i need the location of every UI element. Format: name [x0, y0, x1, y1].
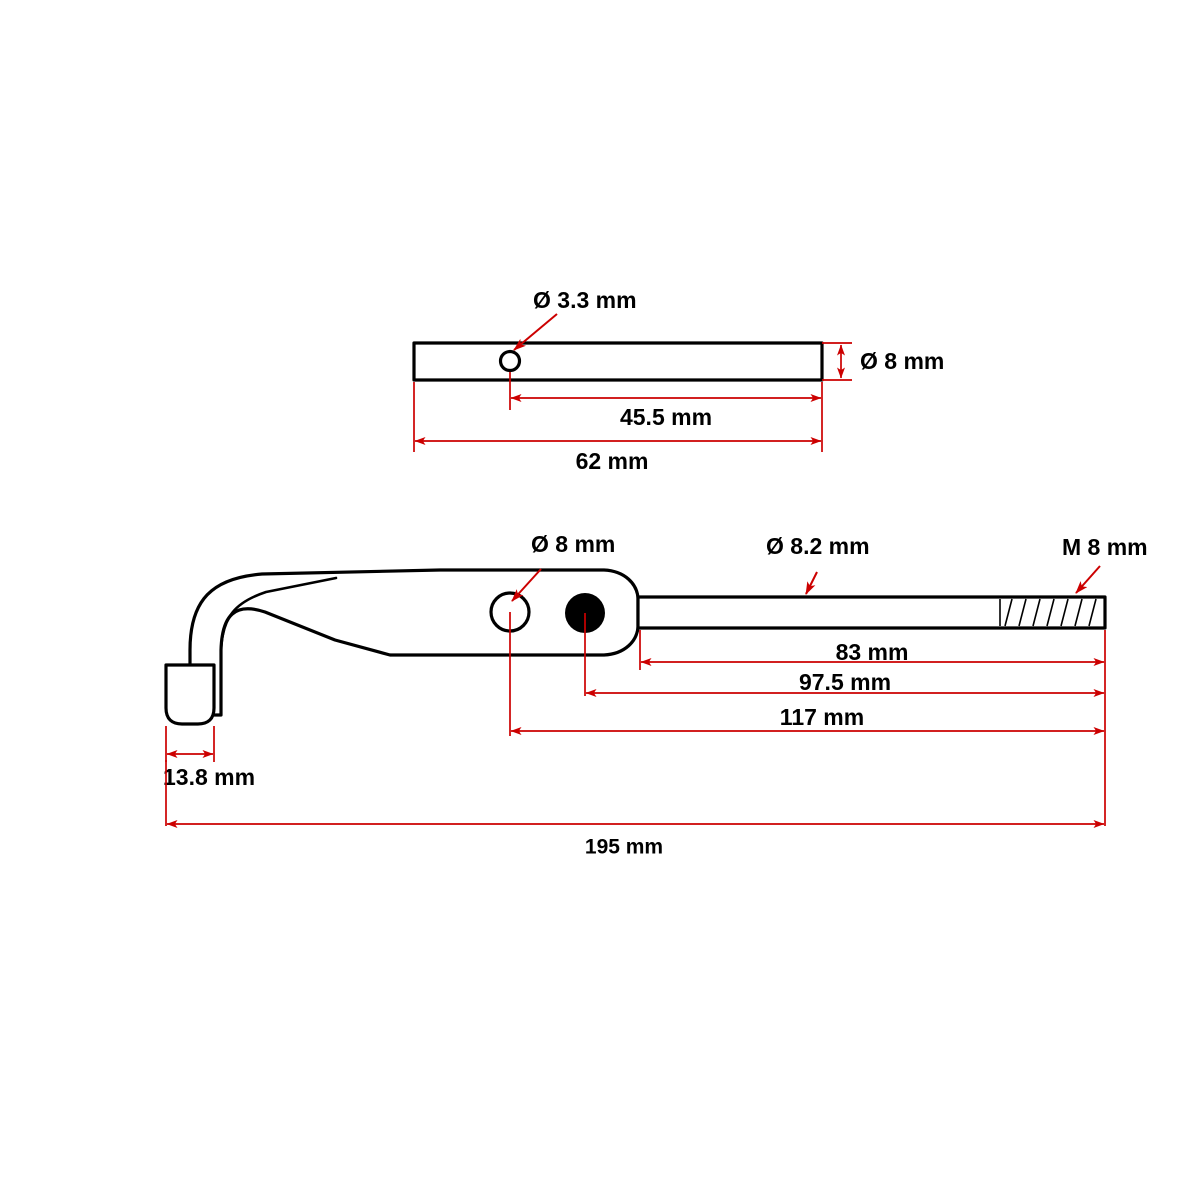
len-62-label: 62 mm: [576, 448, 649, 474]
bar-through-hole: [498, 349, 522, 373]
lever-body: [188, 568, 640, 717]
rod-shaft: [636, 595, 1107, 630]
thread-spec-label: M 8 mm: [1062, 534, 1148, 560]
rod-dia-label: Ø 8.2 mm: [766, 533, 870, 559]
len-97-5-label: 97.5 mm: [799, 669, 891, 695]
pivot-dia-label: Ø 8 mm: [531, 531, 615, 557]
thread-hatch-group: [1004, 598, 1097, 627]
lever-inner-bend-line: [219, 576, 338, 714]
pivot-dia-leader-line: [511, 568, 542, 602]
rod-dia-leader-line: [805, 571, 818, 595]
len-117-label: 117 mm: [780, 704, 864, 730]
thread-hatch-line: [1060, 598, 1069, 627]
thread-hatch-line: [1032, 598, 1041, 627]
bar-body: [412, 341, 824, 382]
thread-hatch-line: [1018, 598, 1027, 627]
len-83-label: 83 mm: [836, 639, 909, 665]
hole-dia-label: Ø 3.3 mm: [533, 287, 637, 313]
len-13-8-label: 13.8 mm: [163, 764, 255, 790]
len-45-5-label: 45.5 mm: [620, 404, 712, 430]
len-195-label: 195 mm: [585, 836, 663, 859]
thread-hatch-line: [1004, 598, 1013, 627]
top-view-bar-group: Ø 3.3 mm Ø 8 mm 45.5 mm 62 mm: [412, 287, 944, 474]
thread-spec-leader-line: [1075, 565, 1101, 594]
lever-head-cap: [164, 663, 216, 726]
thread-hatch-line: [1074, 598, 1083, 627]
thread-hatch-line: [1088, 598, 1097, 627]
thread-hatch-line: [1046, 598, 1055, 627]
hole-dia-leader-line: [513, 313, 558, 351]
side-view-lever-group: Ø 8 mm Ø 8.2 mm M 8 mm 13.8 mm 83 mm 9: [163, 531, 1148, 858]
bar-dia-label: Ø 8 mm: [860, 348, 944, 374]
